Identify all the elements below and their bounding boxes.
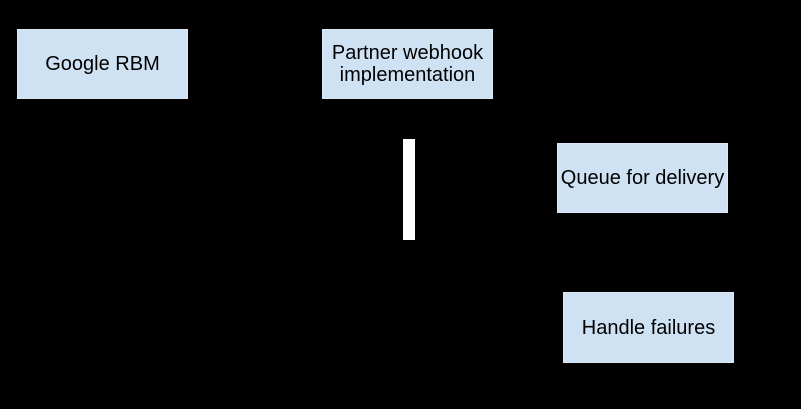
node-partner-webhook-implementation-label: Partner webhook implementation	[331, 42, 484, 86]
node-google-rbm-label: Google RBM	[45, 53, 160, 75]
node-queue-for-delivery: Queue for delivery	[557, 143, 728, 213]
node-partner-webhook-implementation: Partner webhook implementation	[322, 29, 493, 99]
node-handle-failures: Handle failures	[563, 292, 734, 363]
node-handle-failures-label: Handle failures	[581, 316, 716, 339]
node-google-rbm: Google RBM	[17, 29, 188, 99]
activation-bar	[403, 139, 415, 240]
node-queue-for-delivery-label: Queue for delivery	[560, 167, 725, 189]
